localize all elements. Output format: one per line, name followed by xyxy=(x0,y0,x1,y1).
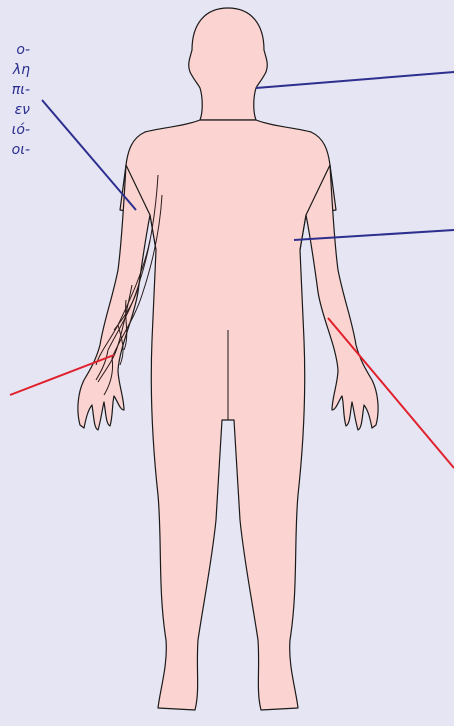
right-arm xyxy=(306,165,378,430)
head xyxy=(189,8,268,120)
left-arm xyxy=(78,165,150,430)
pointer-upper-arm xyxy=(42,100,136,210)
pointer-neck xyxy=(256,72,454,88)
